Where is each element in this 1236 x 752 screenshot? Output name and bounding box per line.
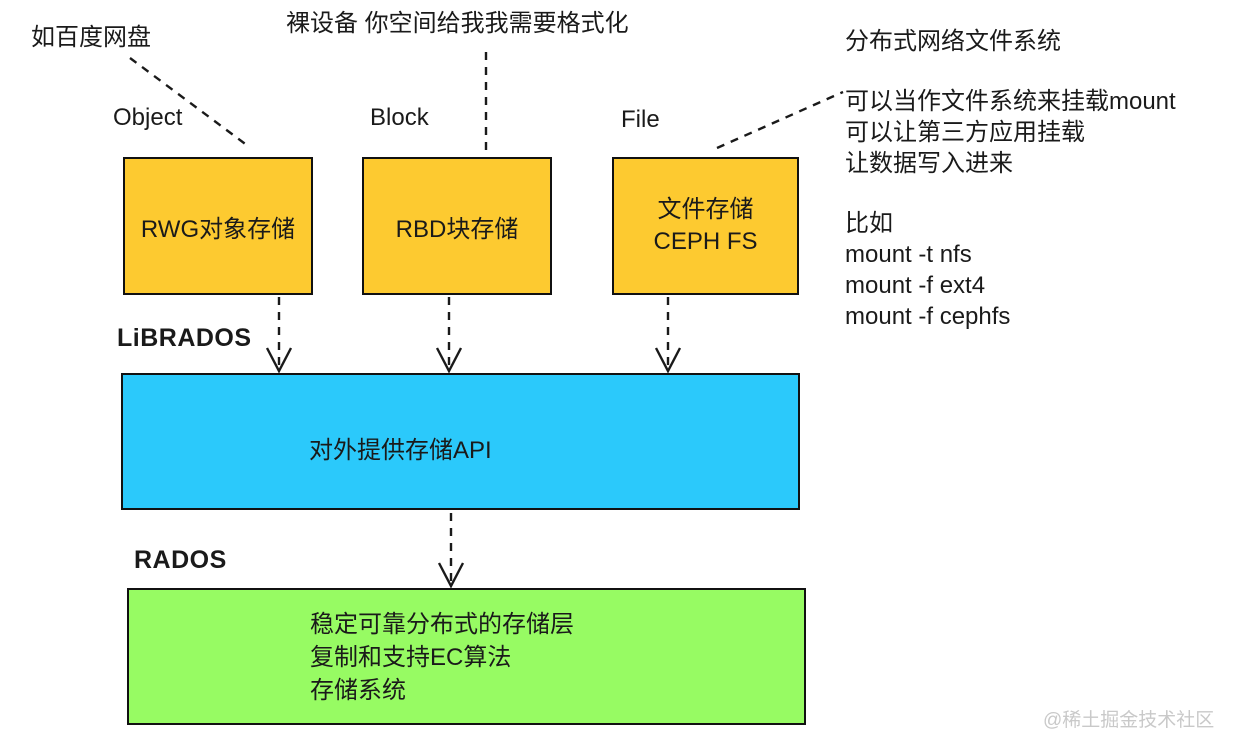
box-rados-storage-layer-text: 稳定可靠分布式的存储层 复制和支持EC算法 存储系统: [129, 590, 574, 707]
connector-file-to-note: [716, 90, 844, 150]
dashed-arrow-object-to-librados: [265, 297, 293, 374]
rados-text-line: 存储系统: [310, 677, 406, 704]
connector-baidu-to-object: [129, 57, 249, 147]
mount-command: mount -f cephfs: [845, 303, 1011, 330]
box-librados-api-label: 对外提供存储API: [309, 437, 492, 464]
label-rados: RADOS: [134, 546, 227, 574]
dashed-arrow-block-to-librados: [435, 297, 463, 374]
label-librados: LiBRADOS: [117, 324, 252, 352]
mount-example-heading: 比如: [845, 210, 893, 237]
box-cephfs-file-storage: 文件存储 CEPH FS: [612, 157, 799, 295]
note-block-storage: 裸设备 你空间给我我需要格式化: [286, 10, 629, 37]
file-mount-detail-line: 可以当作文件系统来挂载mount: [845, 88, 1176, 115]
rados-text-line: 稳定可靠分布式的存储层: [310, 611, 574, 638]
file-mount-details: 可以当作文件系统来挂载mount 可以让第三方应用挂载 让数据写入进来: [845, 86, 1176, 179]
watermark: @稀土掘金技术社区: [1043, 710, 1215, 731]
file-mount-detail-line: 可以让第三方应用挂载: [845, 119, 1085, 146]
file-mount-detail-line: 让数据写入进来: [845, 150, 1013, 177]
note-file-storage: 分布式网络文件系统: [845, 28, 1061, 55]
note-object-storage: 如百度网盘: [31, 24, 151, 51]
box-rbd-block-storage: RBD块存储: [362, 157, 552, 295]
box-librados-api: 对外提供存储API: [121, 373, 800, 510]
box-rbd-block-storage-label: RBD块存储: [395, 215, 519, 243]
mount-command: mount -f ext4: [845, 272, 986, 299]
box-rgw-object-storage-label: RWG对象存储: [140, 215, 296, 243]
cephfs-label-line1: 文件存储: [657, 196, 754, 223]
box-rados-storage-layer: 稳定可靠分布式的存储层 复制和支持EC算法 存储系统: [127, 588, 806, 725]
cephfs-label-line2: CEPH FS: [653, 228, 758, 255]
box-rgw-object-storage: RWG对象存储: [123, 157, 313, 295]
label-file: File: [621, 106, 660, 133]
label-block: Block: [370, 104, 429, 131]
box-cephfs-file-storage-label: 文件存储 CEPH FS: [653, 194, 757, 258]
label-object: Object: [113, 104, 183, 131]
mount-examples: 比如 mount -t nfs mount -f ext4 mount -f c…: [845, 208, 1010, 332]
dashed-arrow-librados-to-rados: [437, 513, 465, 589]
rados-text-line: 复制和支持EC算法: [310, 644, 512, 671]
mount-command: mount -t nfs: [845, 241, 972, 268]
dashed-arrow-file-to-librados: [654, 297, 682, 374]
